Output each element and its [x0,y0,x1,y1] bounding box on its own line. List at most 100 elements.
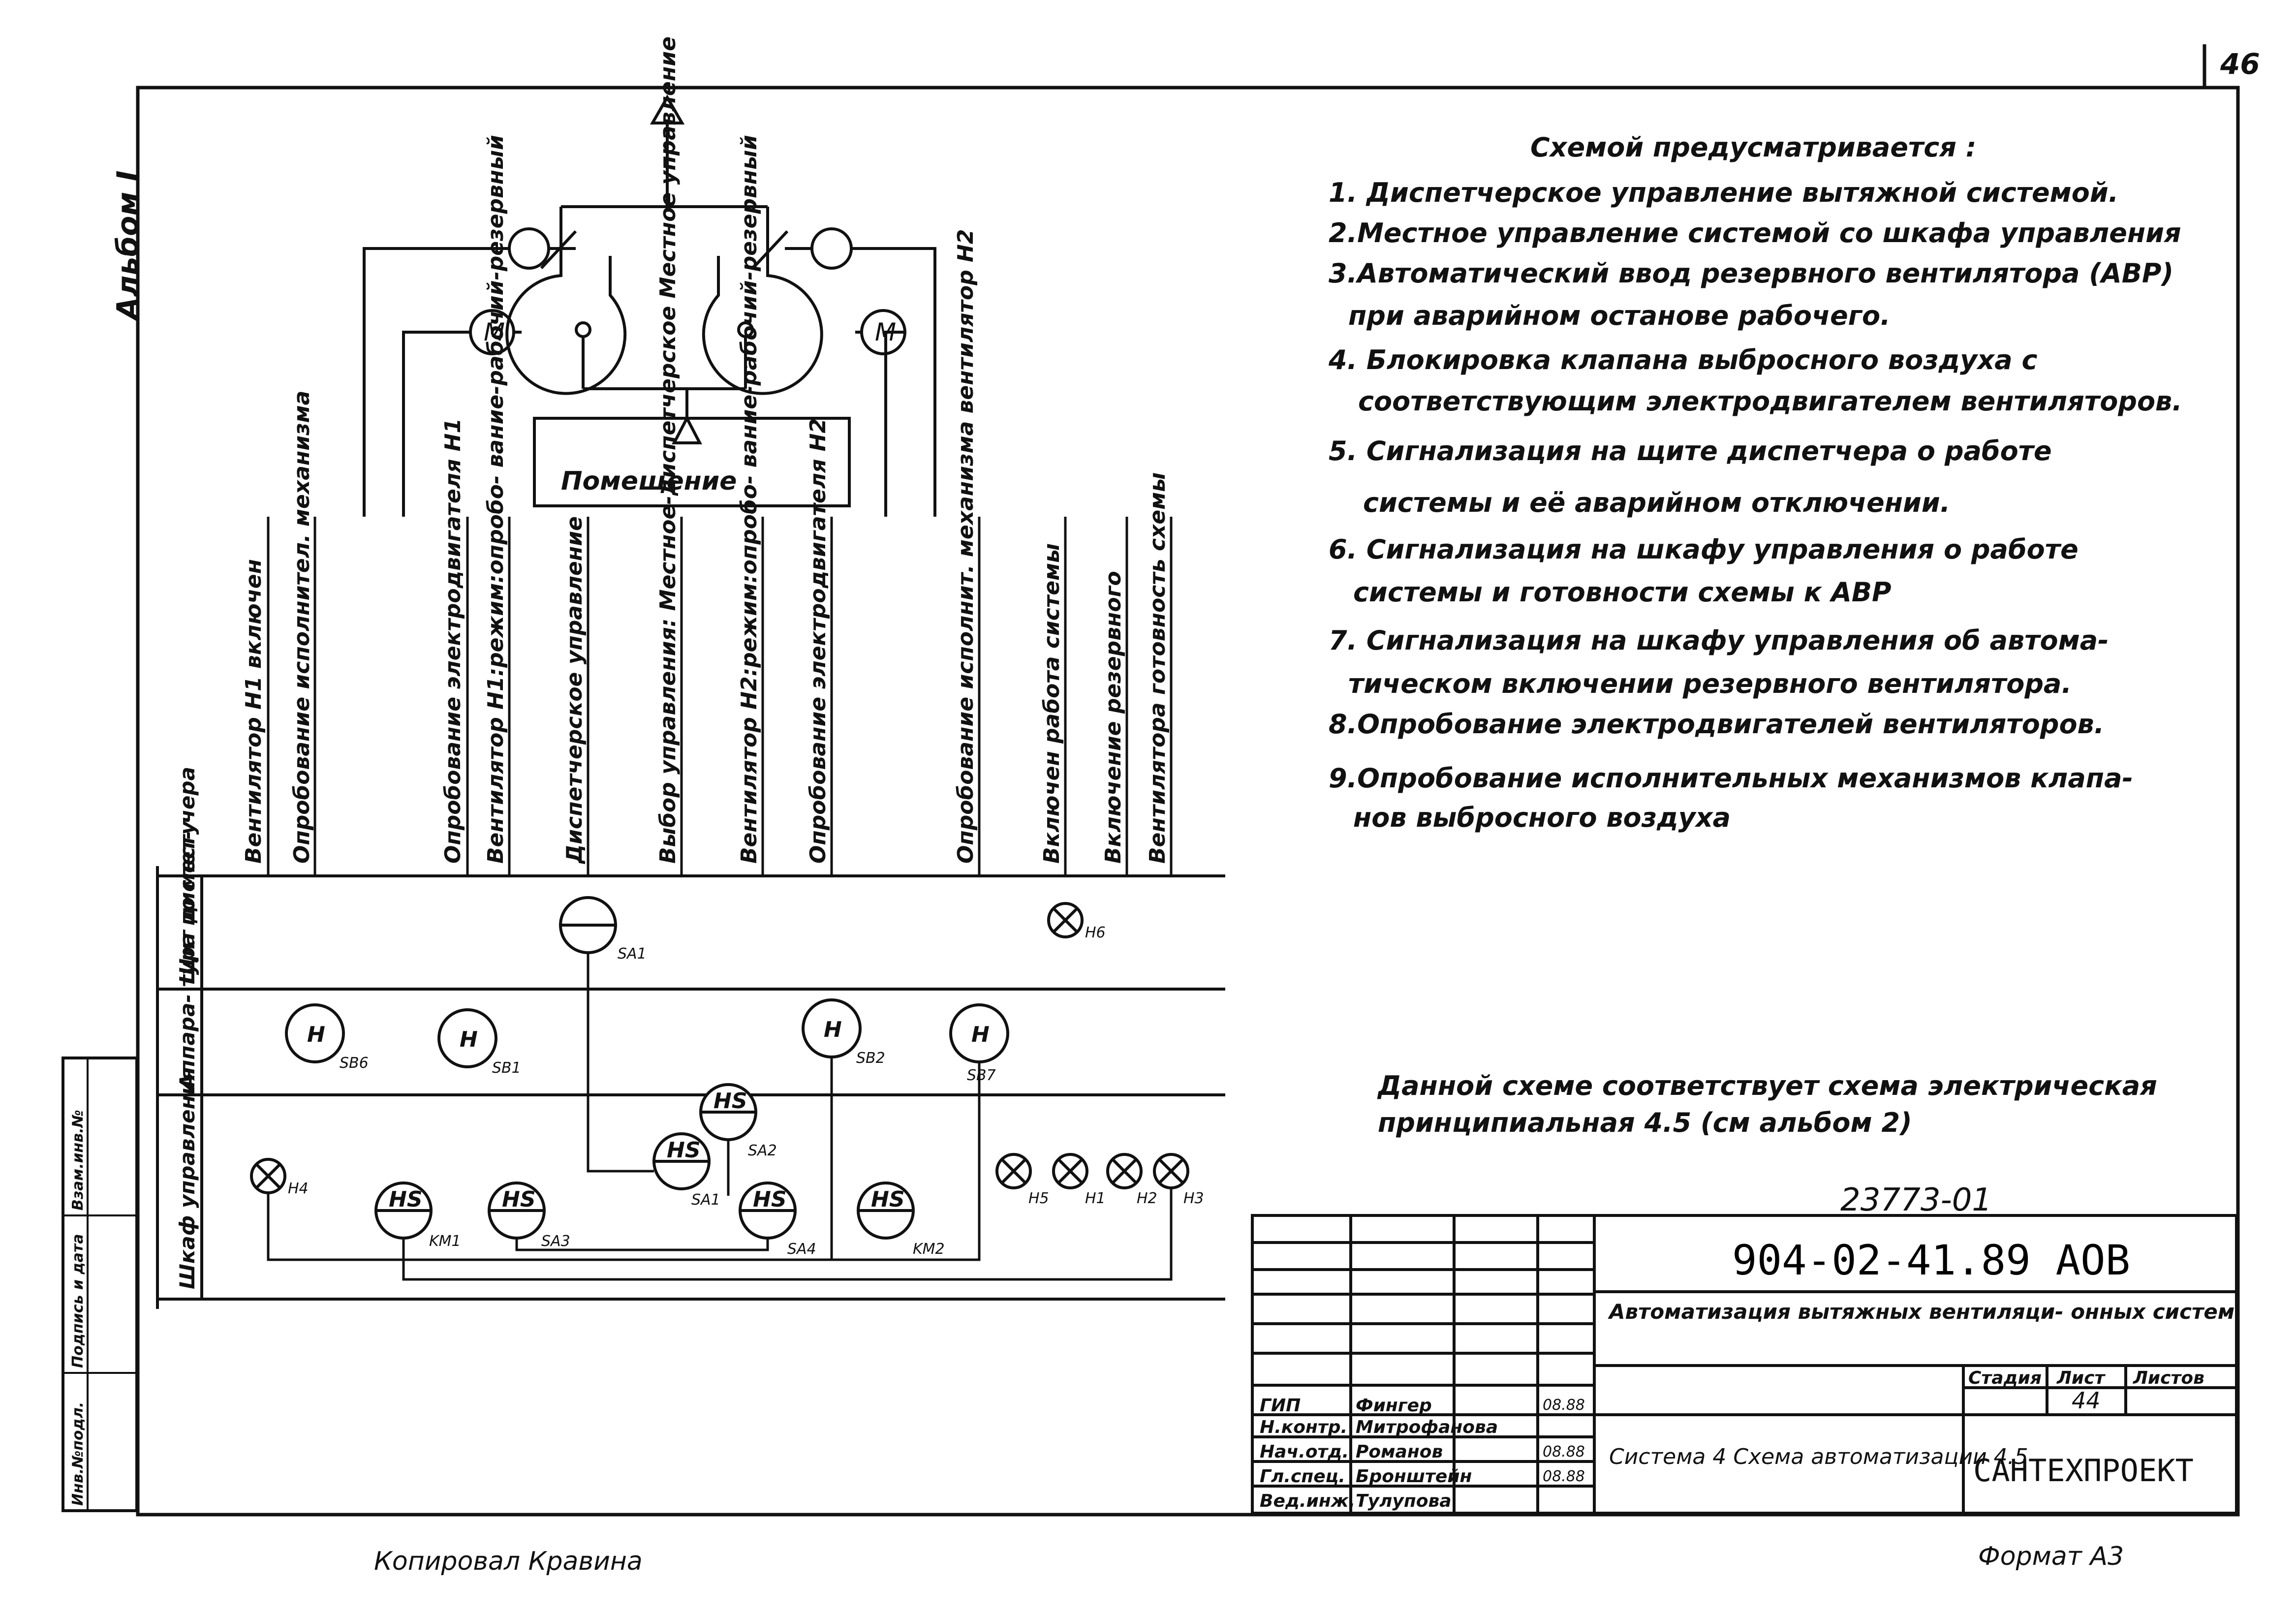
role-glspec: Гл.спец. [1260,1466,1345,1487]
note-line-12: тическом включении резервного вентилятор… [1348,668,2072,699]
location-rows [156,866,1225,1309]
signal-label-12: Вентилятора готовность схемы [1145,472,1170,864]
date-gip: 08.88 [1543,1397,1585,1414]
stage-header: Стадия [1968,1368,2042,1388]
date-glspec: 08.88 [1543,1468,1585,1485]
process-schematic [363,94,936,517]
name-vedinzh: Тулупова [1356,1491,1452,1511]
note-line-11: 7. Сигнализация на шкафу управления об а… [1329,625,2109,656]
album-label: Альбом I [111,170,145,322]
tag-sa1-disp: SA1 [618,945,647,963]
inventory-number: 23773-01 [1840,1182,1992,1218]
note-line-5: 4. Блокировка клапана выбросного воздуха… [1328,344,2037,375]
title-block [1251,1214,2238,1515]
signal-labels: Вентилятор Н1 включен Опробование исполн… [241,36,1170,865]
tag-sb6: SB6 [340,1055,369,1072]
signal-label-3: Опробование электродвигателя Н1 [440,418,465,864]
name-gip: Фингер [1356,1396,1432,1416]
page-number: 46 [2220,47,2260,81]
row-label-cabinet: Шкаф управления [175,1067,199,1289]
sym-sa2: HS [714,1088,747,1114]
signal-label-10: Включен работа системы [1039,543,1064,864]
fan-2-casing [702,256,823,395]
tag-sb1: SB1 [492,1059,521,1077]
signal-label-11: Включение резервного [1101,571,1126,864]
tag-km1: KM1 [429,1233,461,1250]
footer-copied: Копировал Кравина [374,1547,643,1576]
sym-sa1: HS [667,1138,701,1163]
signal-label-6: Выбор управления: Местное-диспетчерское … [655,36,681,864]
sheet-frame [136,44,2240,1517]
signal-label-4: Вентилятор Н1:режим:опробо- вание-рабочи… [483,135,508,864]
role-nachotd: Нач.отд. [1260,1442,1349,1462]
tag-sa3: SA3 [541,1233,570,1250]
tag-h4: H4 [288,1180,309,1197]
notes-block: Схемой предусматривается : 1. Диспетчерс… [1328,132,2182,833]
name-nkontr: Митрофанова [1356,1417,1498,1437]
sym-sb2: H [824,1017,842,1042]
note-line-8: системы и её аварийном отключении. [1363,487,1950,518]
notes-title: Схемой предусматривается : [1530,132,1976,163]
sym-sa4: HS [753,1187,787,1212]
correspondence-line-1: Данной схеме соответствует схема электри… [1377,1070,2157,1101]
row-label-dispatcher: Щит диспет- чера [175,767,199,984]
room-box [533,417,851,507]
pushbutton-sb6 [285,1003,345,1063]
row-label-local: Аппара- тура по месту [175,820,199,1091]
tag-sa4: SA4 [787,1241,816,1258]
room-label: Помещение [561,466,737,496]
tag-sa2: SA2 [748,1142,777,1159]
stamp-inventory-label: Инв.№подл. [69,1402,87,1506]
signal-label-2: Опробование исполнител. механизма [289,391,314,864]
tag-h3: H3 [1183,1190,1204,1207]
note-line-2: 2.Местное управление системой со шкафа у… [1329,218,2181,249]
sheet-value: 44 [2072,1387,2101,1414]
sym-sa3: HS [502,1187,536,1212]
note-line-1: 1. Диспетчерское управление вытяжной сис… [1329,177,2118,208]
motor-1-letter: M [484,318,505,346]
tag-h5: H5 [1028,1190,1049,1207]
motor-2-letter: M [875,318,896,346]
note-line-10: системы и готовности схемы к АВР [1353,577,1892,608]
signal-columns [267,517,1173,876]
date-nachotd: 08.88 [1543,1443,1585,1461]
sym-km1: HS [389,1187,423,1212]
sym-km2: HS [871,1187,905,1212]
signal-label-7: Вентилятор Н2:режим:опробо- вание-рабочи… [737,135,762,864]
sheets-header: Листов [2133,1368,2204,1388]
note-line-4: при аварийном останове рабочего. [1348,300,1891,331]
organization: САНТЕХПРОЕКТ [1973,1453,2194,1489]
tag-h1: H1 [1085,1190,1106,1207]
drawing-name: Система 4 Схема автоматизации 4.5 [1609,1444,2028,1469]
name-nachotd: Романов [1356,1442,1443,1462]
role-nkontr: Н.контр. [1260,1417,1347,1437]
damper-actuator-1 [508,227,550,270]
role-vedinzh: Вед.инж. [1260,1491,1355,1511]
tag-h6: H6 [1085,924,1106,941]
devices [250,896,1189,1240]
sheet-header: Лист [2056,1368,2106,1388]
device-wiring [267,953,1173,1281]
sym-sb1: H [460,1027,478,1052]
stamp-replacement-label: Взам.инв.№ [69,1110,87,1211]
note-line-6: соответствующим электродвигателем вентил… [1358,386,2182,417]
title-block-roles: ГИП Фингер 08.88 Н.контр. Митрофанова На… [1260,1396,1585,1511]
sym-sb6: H [307,1022,325,1047]
note-line-14: 9.Опробование исполнительных механизмов … [1329,763,2133,794]
tag-sa1: SA1 [691,1191,720,1209]
note-line-3: 3.Автоматический ввод резервного вентиля… [1329,258,2173,289]
footer-format: Формат А3 [1978,1542,2124,1571]
side-stamp: Инв.№подл. Подпись и дата Взам.инв.№ [62,1057,138,1512]
note-line-13: 8.Опробование электродвигателей вентилят… [1329,709,2104,740]
device-symbols: H H H H HS HS HS HS HS HS [307,1017,990,1212]
tag-sb2: SB2 [856,1050,885,1067]
role-gip: ГИП [1260,1396,1301,1416]
sym-sb7: H [971,1022,990,1047]
note-line-9: 6. Сигнализация на шкафу управления о ра… [1329,534,2079,565]
signal-label-5: Диспетчерское управление [562,516,587,865]
doc-title: Автоматизация вытяжных вентиляци- онных … [1608,1300,2234,1324]
signal-label-8: Опробование электродвигателя Н2 [806,418,831,864]
pushbutton-sb1 [437,1008,497,1068]
tag-h2: H2 [1137,1190,1157,1207]
